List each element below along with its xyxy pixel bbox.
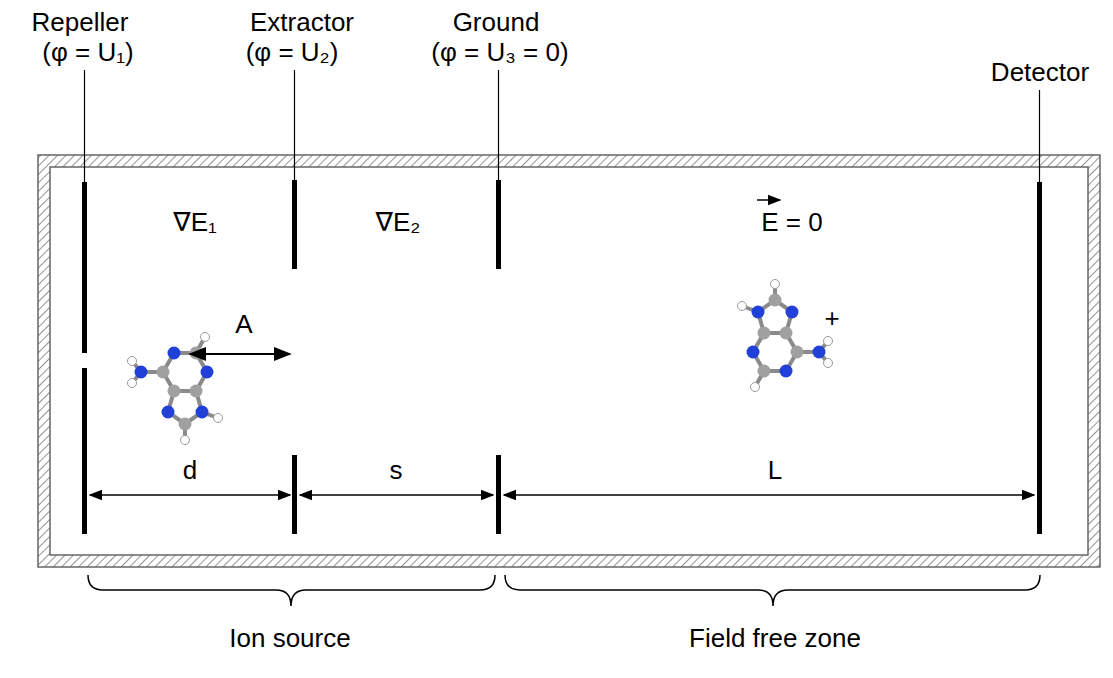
dimension-label: L (768, 456, 782, 485)
part-name: Extractor (250, 8, 354, 37)
potential-label: (φ = U₃ = 0) (431, 38, 568, 67)
field-label: ∇E₁ (173, 208, 217, 237)
part-name: Detector (991, 58, 1089, 87)
region-label: Field free zone (689, 624, 861, 653)
field-label: ∇E₂ (376, 208, 421, 237)
potential-label: (φ = U₂) (246, 38, 339, 67)
charge-label: + (824, 304, 839, 333)
potential-label: (φ = U₁) (42, 38, 133, 67)
dimension-label: d (183, 456, 197, 485)
region-label: Ion source (229, 624, 350, 653)
part-name: Ground (453, 8, 540, 37)
field-label: E = 0 (761, 208, 822, 237)
symbol-label: A (235, 310, 252, 339)
part-name: Repeller (32, 8, 129, 37)
dimension-label: s (390, 456, 403, 485)
